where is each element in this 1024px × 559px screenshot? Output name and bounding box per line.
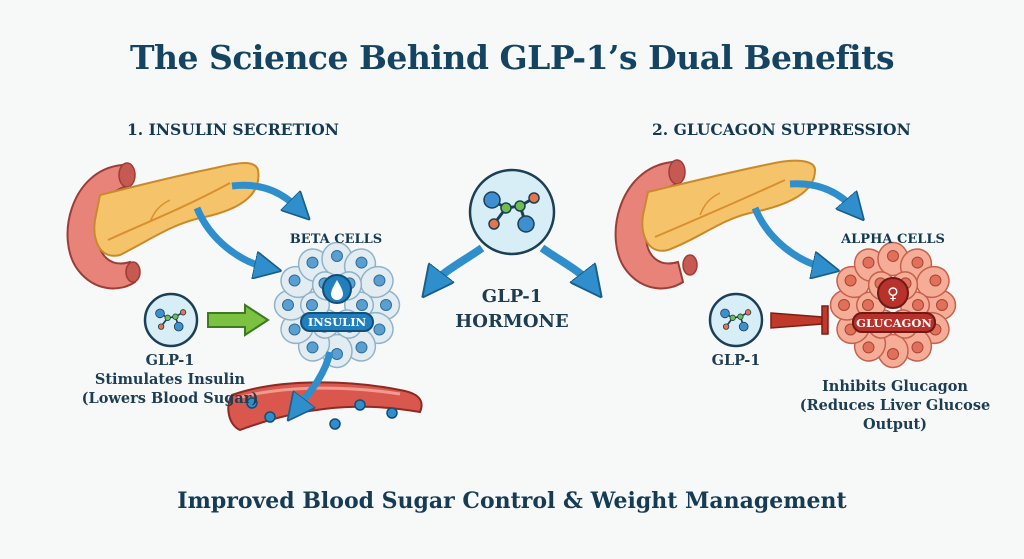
arrow-beta-to-blood (296, 351, 334, 410)
right-caption-line2: (Reduces Liver Glucose (799, 397, 991, 414)
insulin-badge-text: INSULIN (308, 315, 367, 329)
molecule-glyph (483, 191, 540, 233)
molecule-glyph (155, 308, 187, 332)
cell-nucleus (911, 256, 924, 269)
arrow-pancreas-to-alpha-1 (789, 180, 855, 210)
center-label: GLP-1 HORMONE (452, 284, 572, 334)
footer-summary: Improved Blood Sugar Control & Weight Ma… (177, 488, 847, 514)
molecule-atom (157, 323, 165, 330)
blood-vessel-icon (227, 381, 423, 432)
stimulate-arrow-icon (207, 303, 270, 337)
arrow-center-right (539, 244, 592, 285)
molecule-atom (517, 215, 535, 233)
glucagon-symbol-icon: ♀ (887, 284, 899, 303)
beta-cells-label: BETA CELLS (289, 232, 383, 247)
cell-nucleus (912, 299, 924, 311)
molecule-atom (172, 313, 179, 320)
molecule-atom (528, 192, 540, 204)
molecule-atom (729, 314, 736, 321)
molecule-atom (164, 314, 171, 321)
cell-nucleus (887, 348, 899, 360)
right-caption-line1: Inhibits Glucagon (822, 378, 968, 395)
pancreas-left (66, 162, 260, 290)
molecule-atom (488, 218, 500, 230)
section-heading-insulin: 1. INSULIN SECRETION (127, 120, 339, 139)
molecule-atom (722, 323, 730, 330)
alpha-cells-label: ALPHA CELLS (841, 232, 945, 247)
molecule-atom (179, 309, 187, 316)
cell-nucleus (288, 323, 301, 336)
molecule-icon-right (708, 292, 764, 348)
section-heading-glucagon: 2. GLUCAGON SUPPRESSION (652, 120, 911, 139)
molecule-atom (744, 309, 752, 316)
right-caption-line3: Output) (862, 416, 928, 433)
molecule-atom (155, 308, 165, 319)
cell-nucleus (373, 323, 386, 336)
right-caption: Inhibits Glucagon (Reduces Liver Glucose… (780, 377, 1010, 434)
cell-nucleus (844, 274, 857, 287)
right-glp1-label: GLP-1 (711, 352, 761, 369)
duodenum-opening (118, 162, 136, 188)
cell-nucleus (911, 341, 924, 354)
insulin-badge (300, 312, 374, 332)
arrow-pancreas-to-alpha-2 (751, 206, 826, 268)
molecule-icon-left (143, 292, 199, 348)
arrow-pancreas-to-beta-1 (231, 181, 300, 210)
cell-nucleus (331, 348, 343, 360)
cell-nucleus (862, 299, 874, 311)
center-label-line2: HORMONE (455, 311, 569, 332)
cell-nucleus (288, 274, 301, 287)
arrow-center-left (432, 244, 485, 285)
glucagon-badge (852, 312, 936, 333)
page-title: The Science Behind GLP-1’s Dual Benefits (129, 38, 895, 77)
cell-nucleus (929, 274, 942, 287)
arrow-pancreas-to-beta-2 (193, 206, 268, 268)
cell-nucleus (838, 299, 850, 311)
molecule-atom (500, 202, 512, 214)
molecule-atom (173, 321, 184, 332)
cell-nucleus (282, 299, 294, 311)
beta-cell-cluster (273, 241, 401, 369)
molecule-atom (720, 308, 730, 319)
cell-nucleus (380, 299, 392, 311)
inhibit-arrow-icon (770, 305, 829, 335)
left-caption-line1: Stimulates Insulin (94, 371, 246, 388)
molecule-atom (514, 200, 526, 212)
molecule-glyph (720, 308, 752, 332)
molecule-atom (738, 321, 749, 332)
cell-nucleus (355, 256, 368, 269)
left-caption-line2: (Lowers Blood Sugar) (81, 390, 259, 407)
center-label-line1: GLP-1 (481, 286, 543, 307)
cell-nucleus (306, 341, 319, 354)
water-drop-icon (331, 280, 343, 300)
cell-nucleus (373, 274, 386, 287)
molecule-icon-center (468, 168, 556, 256)
cell-nucleus (355, 341, 368, 354)
glucagon-symbol-bg (877, 277, 909, 309)
cell-nucleus (936, 299, 948, 311)
cell-nucleus (356, 299, 368, 311)
glucagon-badge-text: GLUCAGON (856, 316, 932, 330)
pancreas-right (614, 159, 817, 290)
left-caption: GLP-1 Stimulates Insulin (Lowers Blood S… (40, 351, 300, 408)
molecule-atom (483, 191, 501, 209)
cell-nucleus (862, 341, 875, 354)
left-glp1-label: GLP-1 (145, 352, 195, 369)
cell-nucleus (306, 299, 318, 311)
cell-nucleus (862, 256, 875, 269)
cell-nucleus (331, 250, 343, 262)
cell-nucleus (306, 256, 319, 269)
cell-nucleus (887, 250, 899, 262)
molecule-atom (737, 313, 744, 320)
